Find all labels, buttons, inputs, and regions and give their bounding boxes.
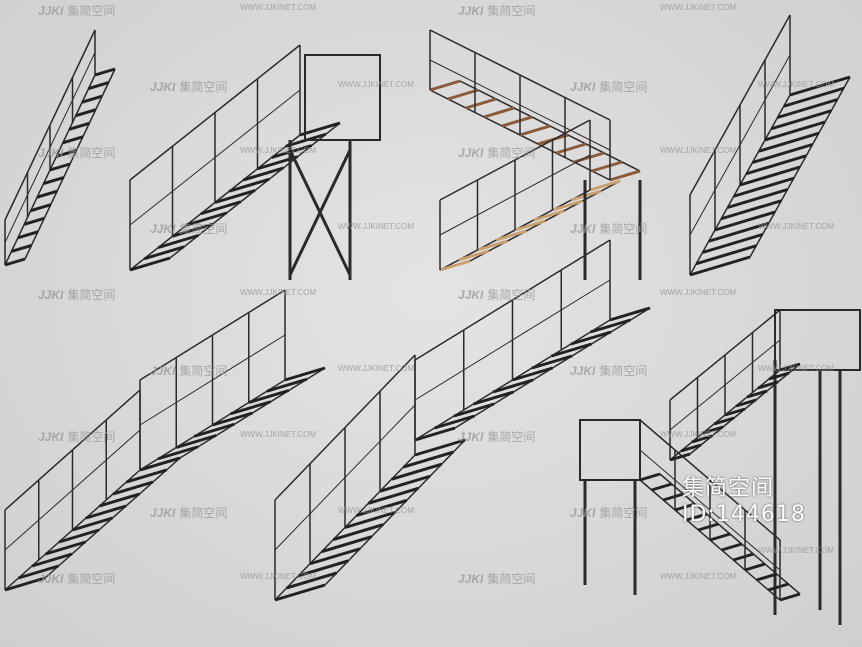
landing-posts [583, 180, 642, 280]
platform-stair [129, 44, 341, 272]
watermark-logo-mark: JJKI [38, 572, 64, 586]
watermark-logo-mark: JJKI [570, 80, 596, 94]
platform-railing [304, 54, 381, 141]
watermark-logo-mark: JJKI [570, 506, 596, 520]
industrial-top-platform [774, 309, 861, 371]
watermark-url: WWW.JJKINET.COM [660, 3, 736, 12]
watermark-url: WWW.JJKINET.COM [660, 572, 736, 581]
watermark-brand: 集简空间 [179, 506, 228, 520]
watermark-brand: 集简空间 [67, 146, 116, 160]
watermark-url: WWW.JJKINET.COM [338, 364, 414, 373]
watermark-logo-mark: JJKI [458, 430, 484, 444]
watermark-logo-mark: JJKI [38, 4, 64, 18]
l-stair-lower [274, 354, 466, 602]
watermark-logo-mark: JJKI [150, 222, 176, 236]
watermark-brand: 集简空间 [487, 572, 536, 586]
watermark-brand: 集简空间 [179, 80, 228, 94]
watermark-url: WWW.JJKINET.COM [240, 430, 316, 439]
watermark-url: WWW.JJKINET.COM [240, 572, 316, 581]
watermark-url: WWW.JJKINET.COM [338, 506, 414, 515]
watermark-brand: 集简空间 [179, 364, 228, 378]
long-stair-lower [4, 389, 181, 592]
watermark-url: WWW.JJKINET.COM [338, 222, 414, 231]
watermark-brand: 集简空间 [487, 4, 536, 18]
watermark-url: WWW.JJKINET.COM [240, 3, 316, 12]
watermark-brand: 集简空间 [487, 288, 536, 302]
watermark-brand: 集简空间 [599, 222, 648, 236]
stamp-id: ID:144618 [682, 502, 806, 527]
switchback-stair-lower [439, 119, 621, 272]
watermark-logo-mark: JJKI [458, 4, 484, 18]
watermark-brand: 集简空间 [67, 288, 116, 302]
watermark-brand: 集简空间 [487, 430, 536, 444]
watermark-brand: 集简空间 [599, 364, 648, 378]
industrial-stair-lower [639, 419, 801, 602]
watermark-logo-mark: JJKI [150, 506, 176, 520]
watermark-url: WWW.JJKINET.COM [758, 364, 834, 373]
straight-stair-double-rail [689, 14, 851, 277]
watermark-logo-mark: JJKI [150, 364, 176, 378]
watermark-brand: 集简空间 [487, 146, 536, 160]
watermark-url: WWW.JJKINET.COM [660, 288, 736, 297]
watermark-url: WWW.JJKINET.COM [338, 80, 414, 89]
watermark-url: WWW.JJKINET.COM [758, 546, 834, 555]
watermark-brand: 集简空间 [179, 222, 228, 236]
long-stair-upper [139, 289, 326, 472]
watermark-url: WWW.JJKINET.COM [240, 146, 316, 155]
industrial-landing [579, 419, 641, 481]
watermark-brand: 集简空间 [599, 80, 648, 94]
stamp-brand: 集简空间 [682, 476, 775, 501]
watermark-logo-mark: JJKI [570, 222, 596, 236]
watermark-logo-mark: JJKI [38, 146, 64, 160]
watermark-logo-mark: JJKI [458, 572, 484, 586]
industrial-stair-upper [669, 309, 801, 462]
watermark-url: WWW.JJKINET.COM [240, 288, 316, 297]
watermark-url: WWW.JJKINET.COM [758, 80, 834, 89]
platform-support [288, 140, 352, 280]
watermark-logo-mark: JJKI [38, 288, 64, 302]
watermark-url: WWW.JJKINET.COM [758, 222, 834, 231]
watermark-logo-mark: JJKI [38, 430, 64, 444]
watermark-logo-mark: JJKI [570, 364, 596, 378]
industrial-posts [583, 360, 842, 625]
watermark-url: WWW.JJKINET.COM [660, 146, 736, 155]
id-stamp: 集简空间 ID:144618 [682, 476, 806, 528]
watermark-logo-mark: JJKI [150, 80, 176, 94]
watermark-brand: 集简空间 [67, 572, 116, 586]
watermark-logo-mark: JJKI [458, 288, 484, 302]
watermark-url: WWW.JJKINET.COM [660, 430, 736, 439]
l-stair-upper [414, 239, 651, 442]
watermark-brand: 集简空间 [67, 430, 116, 444]
watermark-logo-mark: JJKI [458, 146, 484, 160]
watermark-brand: 集简空间 [67, 4, 116, 18]
ladder-stair [4, 29, 116, 267]
watermark-brand: 集简空间 [599, 506, 648, 520]
